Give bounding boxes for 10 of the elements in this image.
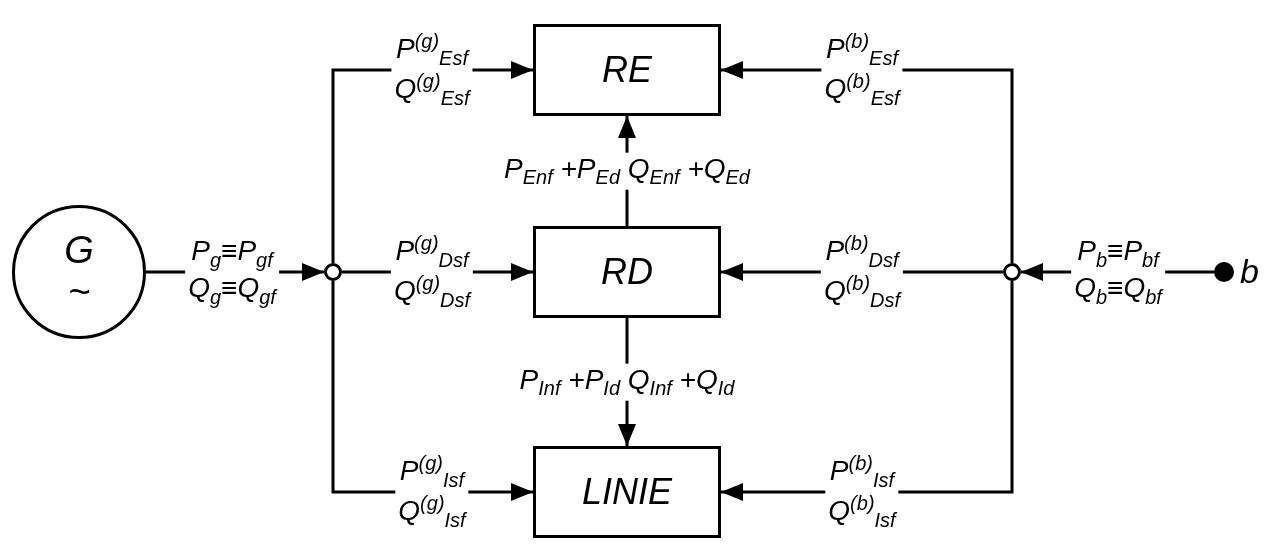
junction-circle — [1003, 263, 1021, 281]
edge-label: P$_{Enf}$ +P$_{Ed}$ Q$_{Enf}$ +Q$_{Ed}$ — [501, 152, 753, 190]
process-box: LINIE — [533, 446, 721, 538]
process-box: RE — [533, 24, 721, 116]
terminal-dot — [1214, 262, 1234, 282]
node-label: G — [64, 230, 94, 272]
junction-circle — [324, 263, 342, 281]
terminal-label: b — [1240, 252, 1259, 291]
node-label: ~ — [67, 272, 91, 314]
process-box: RD — [533, 226, 721, 318]
